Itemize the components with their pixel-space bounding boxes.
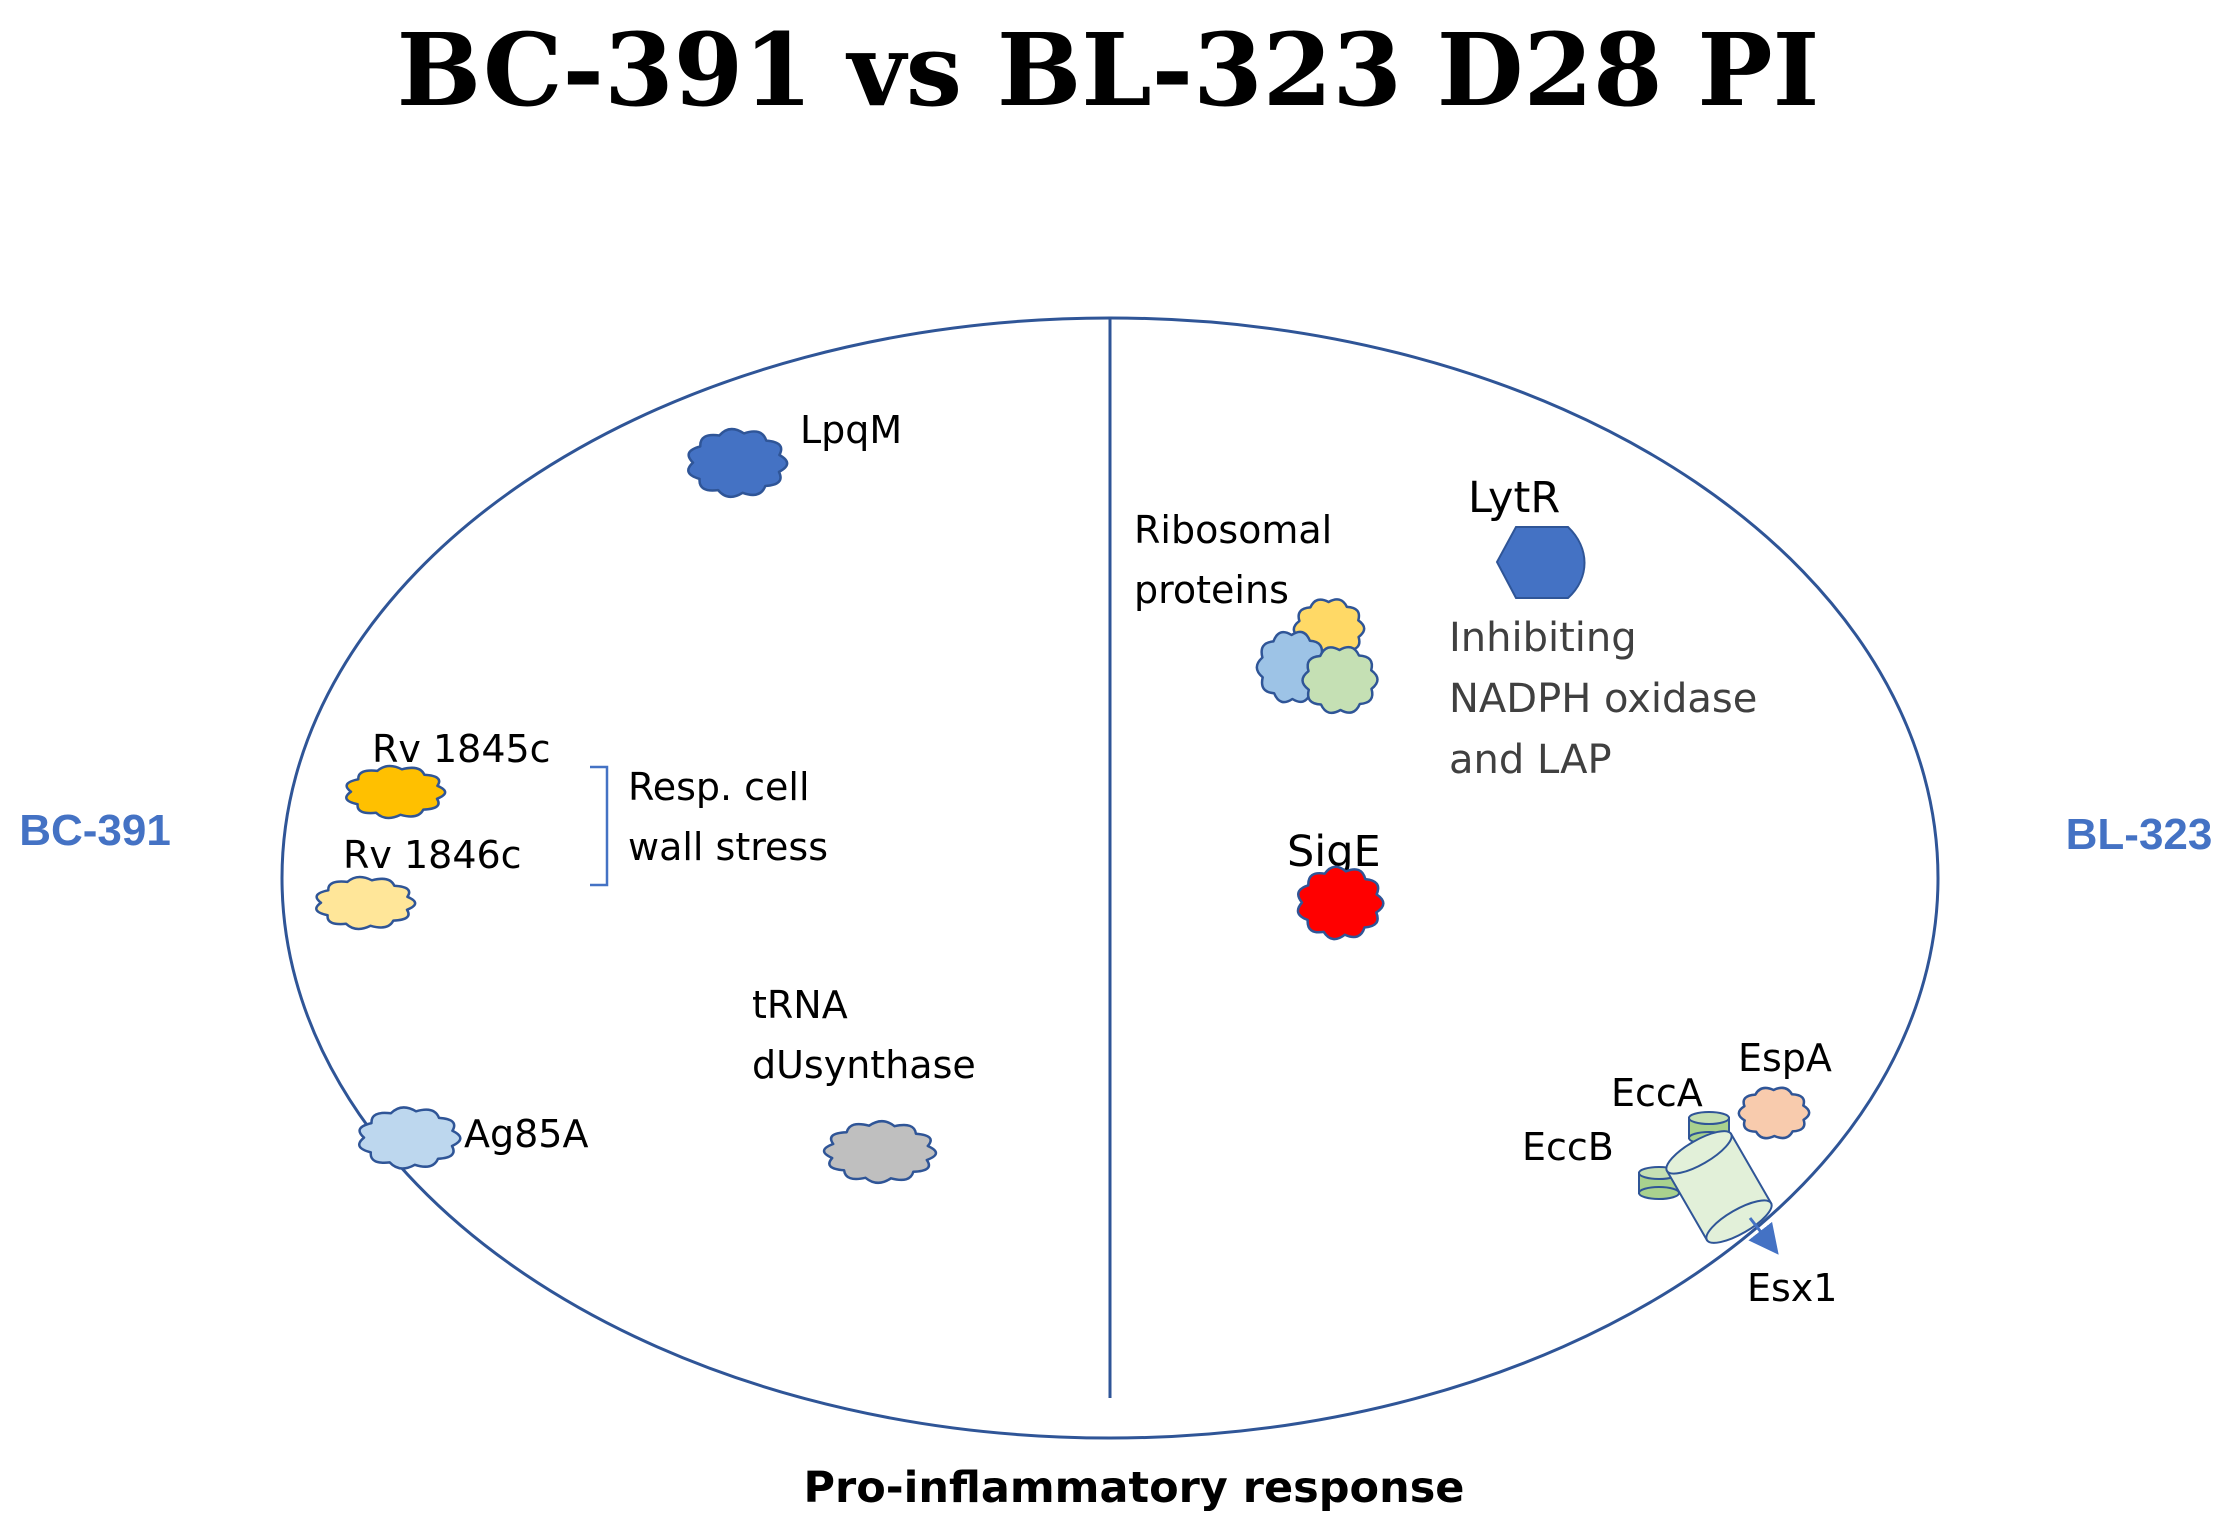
lpqm-protein-blob [687,427,789,499]
rv1846c-label: Rv 1846c [343,833,522,877]
trna-dusynthase-protein-blob-shape [822,1119,938,1185]
left-side-label: BC-391 [19,806,171,855]
ag85a-protein-blob-shape [358,1106,462,1170]
sige-protein-blob [1296,865,1385,941]
ecca-label: EccA [1611,1071,1703,1115]
ribosomal-label-line1: Ribosomal [1134,508,1332,552]
espa-label: EspA [1738,1036,1832,1080]
ag85a-protein-blob [358,1106,462,1170]
right-side-label: BL-323 [2066,810,2213,859]
ag85a-label: Ag85A [464,1112,588,1156]
esx1-secretion-arrow [1748,1217,1779,1255]
diagram-title: BC-391 vs BL-323 D28 PI [397,11,1820,129]
esx1-channel [1665,1130,1773,1244]
eccb-label: EccB [1522,1125,1614,1169]
footer-label: Pro-inflammatory response [804,1463,1465,1513]
ribosomal-label-line2: proteins [1134,568,1289,612]
espa-protein-blob [1737,1086,1811,1140]
trna-dusynthase-protein-blob [822,1119,938,1185]
lytr-note-line3: and LAP [1449,737,1612,783]
rv1846c-protein-blob [315,875,417,931]
rv1845c-label: Rv 1845c [372,727,551,771]
lytr-label: LytR [1468,473,1560,523]
lpqm-protein-blob-shape [687,427,789,499]
trna-label-line2: dUsynthase [752,1043,976,1087]
resp-stress-label-line2: wall stress [628,825,828,869]
resp-stress-label-line1: Resp. cell [628,765,810,809]
lytr-hexagon [1495,526,1586,599]
resp-stress-bracket [590,765,609,887]
trna-label-line1: tRNA [752,983,848,1027]
lytr-note-line1: Inhibiting [1449,615,1637,661]
ribosomal-protein-blob-green [1301,645,1379,715]
rv1845c-protein-blob-shape [345,764,447,820]
espa-protein-blob-shape [1737,1086,1811,1140]
lytr-note-line2: NADPH oxidase [1449,676,1757,722]
lpqm-label: LpqM [800,408,902,452]
sige-protein-blob-shape [1296,865,1385,941]
rv1846c-protein-blob-shape [315,875,417,931]
ribosomal-protein-blob-green-shape [1301,645,1379,715]
esx1-label: Esx1 [1747,1266,1837,1310]
rv1845c-protein-blob [345,764,447,820]
